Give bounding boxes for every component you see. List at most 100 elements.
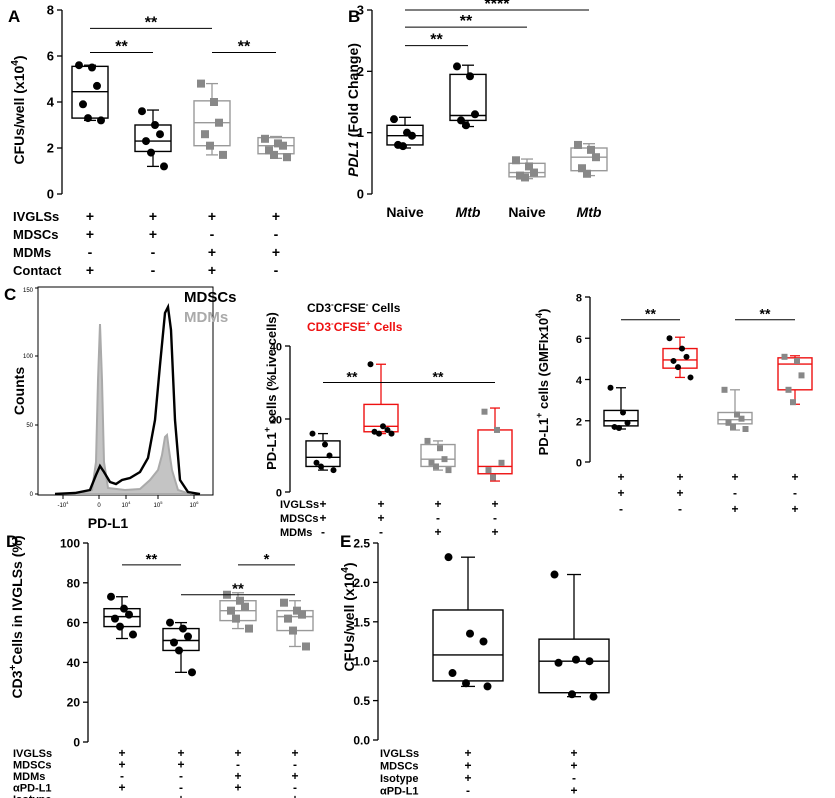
panel-d-point-1-3	[170, 638, 178, 647]
panel-a-condition-3-3: -	[274, 262, 279, 278]
panel-e-ytick-label-5: 2.5	[353, 537, 370, 551]
panel-d-point-0-0	[107, 592, 115, 601]
panel-e-ytick-label-0: 0.0	[353, 734, 370, 748]
panel-e-point-1-1	[572, 655, 580, 664]
panel-d-point-2-1	[236, 596, 244, 605]
panel-label-b: B	[348, 7, 360, 26]
panel-c-middle-condition-2-1: -	[379, 525, 383, 539]
panel-a-point-3-3	[265, 146, 273, 155]
panel-c-middle-point-2-0	[424, 437, 431, 444]
panel-c-right-ytick-label-3: 6	[576, 334, 582, 346]
panel-d-point-3-5	[302, 642, 310, 651]
panel-d-point-1-4	[175, 646, 183, 655]
panel-c-middle-point-3-4	[490, 474, 496, 481]
panel-c-hist-ylabel: Counts	[11, 367, 27, 415]
panel-b-point-3-2	[592, 153, 600, 162]
panel-c-middle-point-3-0	[481, 408, 488, 415]
panel-c-right-condition-2-1: -	[678, 502, 682, 516]
panel-c-middle-point-1-2	[384, 426, 391, 433]
panel-b-ytick-label-0: 0	[357, 187, 364, 202]
panel-c-middle-point-2-3	[428, 459, 435, 466]
panel-a-condition-0-3: +	[272, 208, 280, 224]
panel-e-point-0-3	[448, 669, 457, 678]
panel-d-point-0-3	[111, 614, 119, 623]
panel-c-right-condition-2-3: +	[791, 502, 798, 516]
panel-d-condition-0-2: +	[234, 746, 241, 760]
legend-cfse-negative: CD3-CFSE- Cells	[307, 300, 401, 315]
panel-d-point-3-2	[298, 610, 306, 619]
panel-b-point-0-4	[399, 142, 407, 151]
panel-d-condition-2-2: +	[234, 769, 241, 783]
panel-e-condition-2-1: -	[572, 771, 576, 785]
panel-d-condition-1-0: +	[118, 758, 125, 772]
panel-a-point-3-5	[283, 153, 291, 162]
panel-a-sig-label-1: **	[115, 39, 128, 56]
panel-b-point-1-3	[457, 116, 465, 125]
panel-c-right-condition-1-3: -	[793, 486, 797, 500]
panel-d-condition-4-1: +	[177, 792, 184, 798]
panel-a-ytick-label-4: 8	[47, 3, 54, 18]
panel-c-middle-ytick-label-0: 0	[276, 488, 282, 500]
hist-xtick-label-3: 105	[154, 500, 164, 509]
panel-c-middle-point-2-4	[433, 463, 439, 470]
panel-c-middle-condition-2-2: +	[434, 525, 441, 539]
panel-d-condition-3-2: +	[234, 781, 241, 795]
panel-e-point-0-1	[466, 629, 474, 638]
panel-c-middle-condition-1-1: +	[377, 511, 384, 525]
panel-d-point-1-1	[179, 624, 187, 633]
panel-e-ytick-label-1: 0.5	[353, 694, 370, 708]
panel-a-ylabel: CFUs/well (x104)	[10, 55, 27, 164]
panel-a-condition-1-1: +	[149, 226, 157, 242]
panel-c-right-point-1-0	[666, 335, 673, 342]
panel-d-sig-label-1: **	[232, 581, 244, 598]
panel-e-point-0-2	[479, 637, 488, 646]
panel-label-d: D	[6, 532, 18, 551]
panel-e-condition-label-2: Isotype	[380, 773, 419, 785]
panel-c-right-condition-2-2: +	[731, 502, 738, 516]
mdscs-histogram-line	[54, 302, 201, 496]
panel-c-middle-point-1-0	[367, 361, 374, 368]
panel-a-point-1-2	[156, 130, 164, 139]
panel-c-middle-point-1-1	[380, 423, 386, 430]
panel-b-point-2-4	[521, 173, 529, 182]
panel-c-middle-point-0-1	[322, 441, 328, 448]
panel-d-condition-label-2: MDMs	[13, 771, 45, 783]
legend-cfse-positive: CD3-CFSE+ Cells	[307, 319, 403, 334]
panel-c-middle-point-0-4	[318, 463, 324, 470]
panel-d-sig-label-0: **	[146, 551, 158, 568]
panel-e-point-1-0	[550, 570, 559, 579]
panel-c-right-condition-0-0: +	[617, 470, 624, 484]
panel-a-point-2-3	[201, 130, 209, 139]
panel-c-middle-condition-label-0: IVGLSs	[280, 499, 319, 511]
hist-xtick-label-1: 0	[97, 503, 101, 509]
panel-c-right-sig-label-1: **	[760, 306, 771, 322]
panel-a-condition-label-0: IVGLSs	[13, 209, 59, 224]
panel-c-right-sig-label-0: **	[645, 306, 656, 322]
panel-a-condition-1-2: -	[210, 226, 215, 242]
panel-e-point-0-0	[444, 553, 453, 562]
panel-c-right-condition-1-0: +	[617, 486, 624, 500]
panel-a-condition-2-3: +	[272, 244, 280, 260]
panel-d-point-2-2	[241, 602, 249, 611]
panel-a-point-1-4	[147, 148, 155, 157]
panel-d-ytick-label-4: 80	[67, 576, 81, 590]
panel-c-right-point-2-1	[734, 411, 740, 418]
panel-d-ytick-label-2: 40	[67, 656, 81, 670]
panel-d-condition-label-0: IVGLSs	[13, 748, 52, 760]
panel-c-right-point-3-4	[790, 399, 796, 406]
panel-a-ytick-label-1: 2	[47, 141, 54, 156]
panel-d-condition-1-2: -	[236, 758, 240, 772]
panel-d-point-1-2	[184, 632, 192, 641]
panel-d-sig-label-2: *	[264, 551, 270, 568]
panel-e-point-1-3	[554, 658, 563, 667]
panel-d-condition-0-3: +	[291, 746, 298, 760]
panel-c-middle-condition-0-2: +	[434, 497, 441, 511]
panel-c-middle-point-0-0	[309, 430, 316, 437]
panel-a-point-0-4	[84, 114, 92, 123]
panel-a-condition-2-1: -	[151, 244, 156, 260]
panel-d-ytick-label-5: 100	[60, 537, 80, 551]
panel-a-point-0-1	[88, 63, 96, 72]
panel-c-middle-condition-1-3: -	[493, 511, 497, 525]
panel-c-middle-point-1-5	[388, 430, 395, 437]
